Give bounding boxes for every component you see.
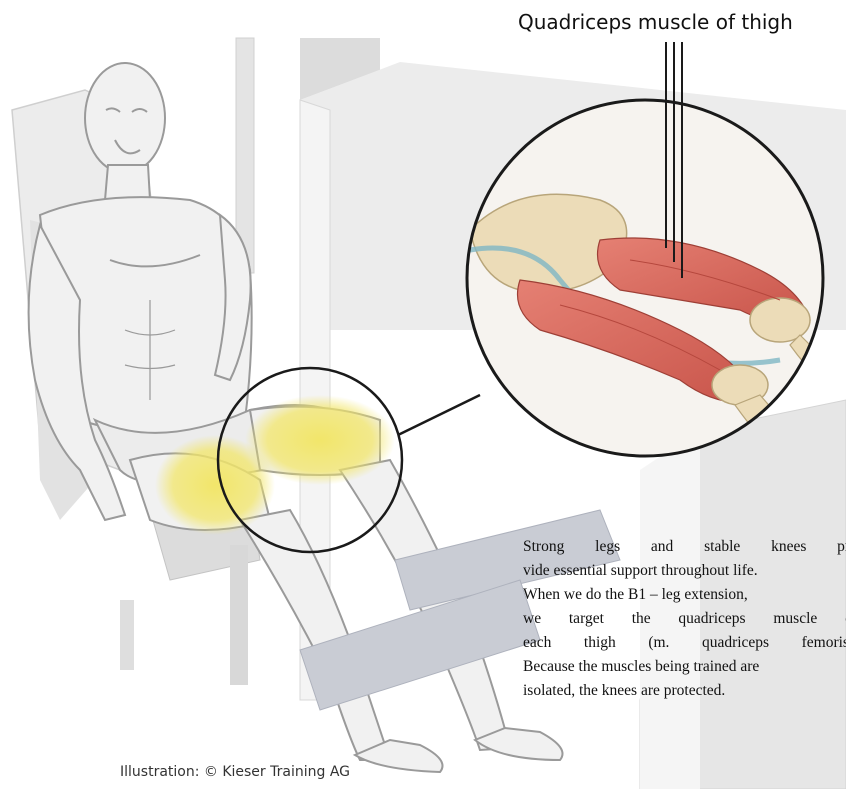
description-line: When we do the B1 – leg extension, xyxy=(523,583,846,607)
description-line: vide essential support throughout life. xyxy=(523,559,846,583)
muscle-label: Quadriceps muscle of thigh xyxy=(518,10,793,34)
description-line: we target the quadriceps muscle of xyxy=(523,607,846,631)
description-line: Because the muscles being trained are xyxy=(523,655,846,679)
description-text: Strong legs and stable knees pro- vide e… xyxy=(523,535,846,703)
description-line: each thigh (m. quadriceps femoris). xyxy=(523,631,846,655)
description-line: isolated, the knees are protected. xyxy=(523,679,846,703)
illustration-credit: Illustration: © Kieser Training AG xyxy=(120,764,350,780)
description-line: Strong legs and stable knees pro- xyxy=(523,535,846,559)
